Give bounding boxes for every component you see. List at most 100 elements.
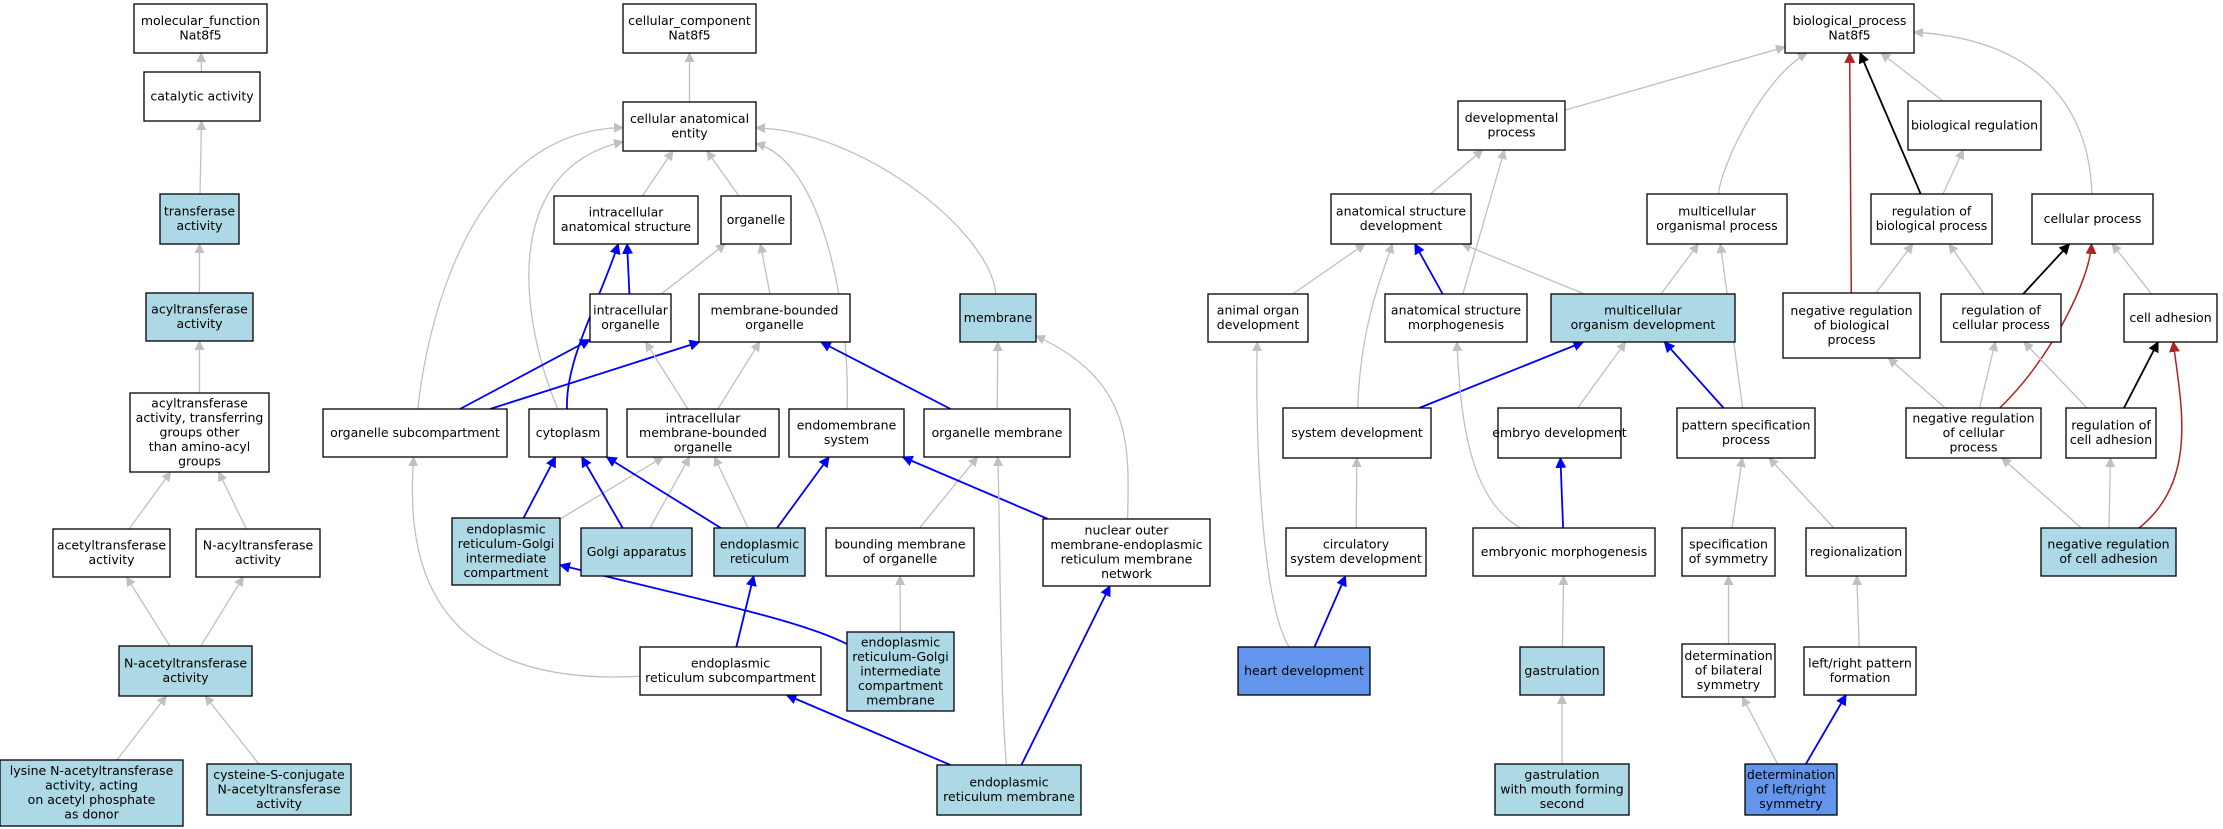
node-label-line: system development bbox=[1290, 551, 1422, 566]
edge-lysine-to-n_acetyl bbox=[116, 695, 167, 761]
node-catalytic[interactable]: catalytic activity bbox=[143, 71, 261, 122]
node-label-line: catalytic activity bbox=[150, 88, 254, 103]
node-box bbox=[1940, 293, 2062, 343]
node-label-line: endoplasmic bbox=[720, 537, 799, 552]
node-ergic[interactable]: endoplasmicreticulum-Golgiintermediateco… bbox=[451, 517, 561, 586]
edge-n_acyl-to-acyl_other bbox=[218, 471, 247, 530]
node-nomer[interactable]: nuclear outermembrane-endoplasmicreticul… bbox=[1042, 518, 1211, 587]
node-label-line: organelle subcompartment bbox=[330, 425, 500, 440]
node-label-line: regulation of bbox=[1892, 204, 1972, 219]
node-label-line: multicellular bbox=[1678, 204, 1757, 219]
node-heart[interactable]: heart development bbox=[1237, 646, 1371, 696]
node-gastr[interactable]: gastrulation bbox=[1519, 646, 1605, 696]
node-label-line: activity bbox=[162, 670, 209, 685]
node-osub[interactable]: organelle subcompartment bbox=[322, 408, 508, 458]
node-label-line: Nat8f5 bbox=[1828, 28, 1870, 43]
node-ergicm[interactable]: endoplasmicreticulum-Golgiintermediateco… bbox=[846, 631, 955, 712]
edge-imbo-to-io bbox=[645, 341, 689, 410]
edge-cytoplasm-to-cae bbox=[528, 138, 624, 410]
node-label-line: biological process bbox=[1876, 218, 1988, 233]
node-celladh[interactable]: cell adhesion bbox=[2123, 293, 2218, 343]
node-label-line: reticulum-Golgi bbox=[458, 536, 554, 551]
edge-heart-to-circ bbox=[1313, 574, 1347, 648]
node-embdev[interactable]: embryo development bbox=[1492, 407, 1627, 459]
node-label-line: Nat8f5 bbox=[179, 28, 221, 43]
node-label-line: of symmetry bbox=[1689, 551, 1769, 566]
edge-erm-to-om bbox=[993, 456, 1008, 766]
edge-ergic-to-imbo bbox=[559, 456, 664, 520]
node-cysteine[interactable]: cysteine-S-conjugateN-acetyltransferasea… bbox=[206, 763, 352, 816]
node-golgi[interactable]: Golgi apparatus bbox=[580, 527, 693, 577]
node-box bbox=[2065, 407, 2157, 459]
node-organelle[interactable]: organelle bbox=[720, 195, 792, 245]
node-box bbox=[1457, 100, 1566, 151]
node-box bbox=[1681, 643, 1776, 698]
node-sysdev[interactable]: system development bbox=[1282, 407, 1432, 459]
node-label-line: organism development bbox=[1571, 317, 1716, 332]
node-cytoplasm[interactable]: cytoplasm bbox=[528, 408, 608, 458]
node-box bbox=[846, 631, 955, 712]
node-label-line: development bbox=[1360, 218, 1443, 233]
node-om[interactable]: organelle membrane bbox=[923, 408, 1071, 458]
edge-heart-to-aod bbox=[1252, 341, 1290, 648]
node-cellproc[interactable]: cellular process bbox=[2031, 193, 2154, 245]
node-regional[interactable]: regionalization bbox=[1805, 527, 1907, 577]
edge-bmo-to-om bbox=[919, 456, 979, 529]
node-label-line: intracellular bbox=[666, 410, 742, 425]
node-label-line: activity bbox=[256, 796, 303, 811]
node-label-line: organelle bbox=[601, 317, 660, 332]
node-embmorph[interactable]: embryonic morphogenesis bbox=[1472, 527, 1656, 577]
node-label-line: membrane-bounded bbox=[639, 425, 767, 440]
edge-n_acetyl-to-n_acyl bbox=[200, 576, 244, 647]
edge-celladh-to-cellproc bbox=[2111, 243, 2153, 295]
edge-organelle-to-cae bbox=[706, 150, 740, 197]
node-box bbox=[1870, 193, 1993, 245]
edge-sysdev-to-mod bbox=[1418, 340, 1585, 409]
edge-nrca-to-nrcp bbox=[2001, 457, 2082, 529]
edge-asm-to-asd bbox=[1414, 243, 1444, 295]
node-bioreg[interactable]: biological regulation bbox=[1907, 100, 2042, 151]
node-label-line: of cellular bbox=[1943, 425, 2006, 440]
node-membrane[interactable]: membrane bbox=[959, 293, 1037, 343]
node-label-line: of biological bbox=[1814, 317, 1890, 332]
